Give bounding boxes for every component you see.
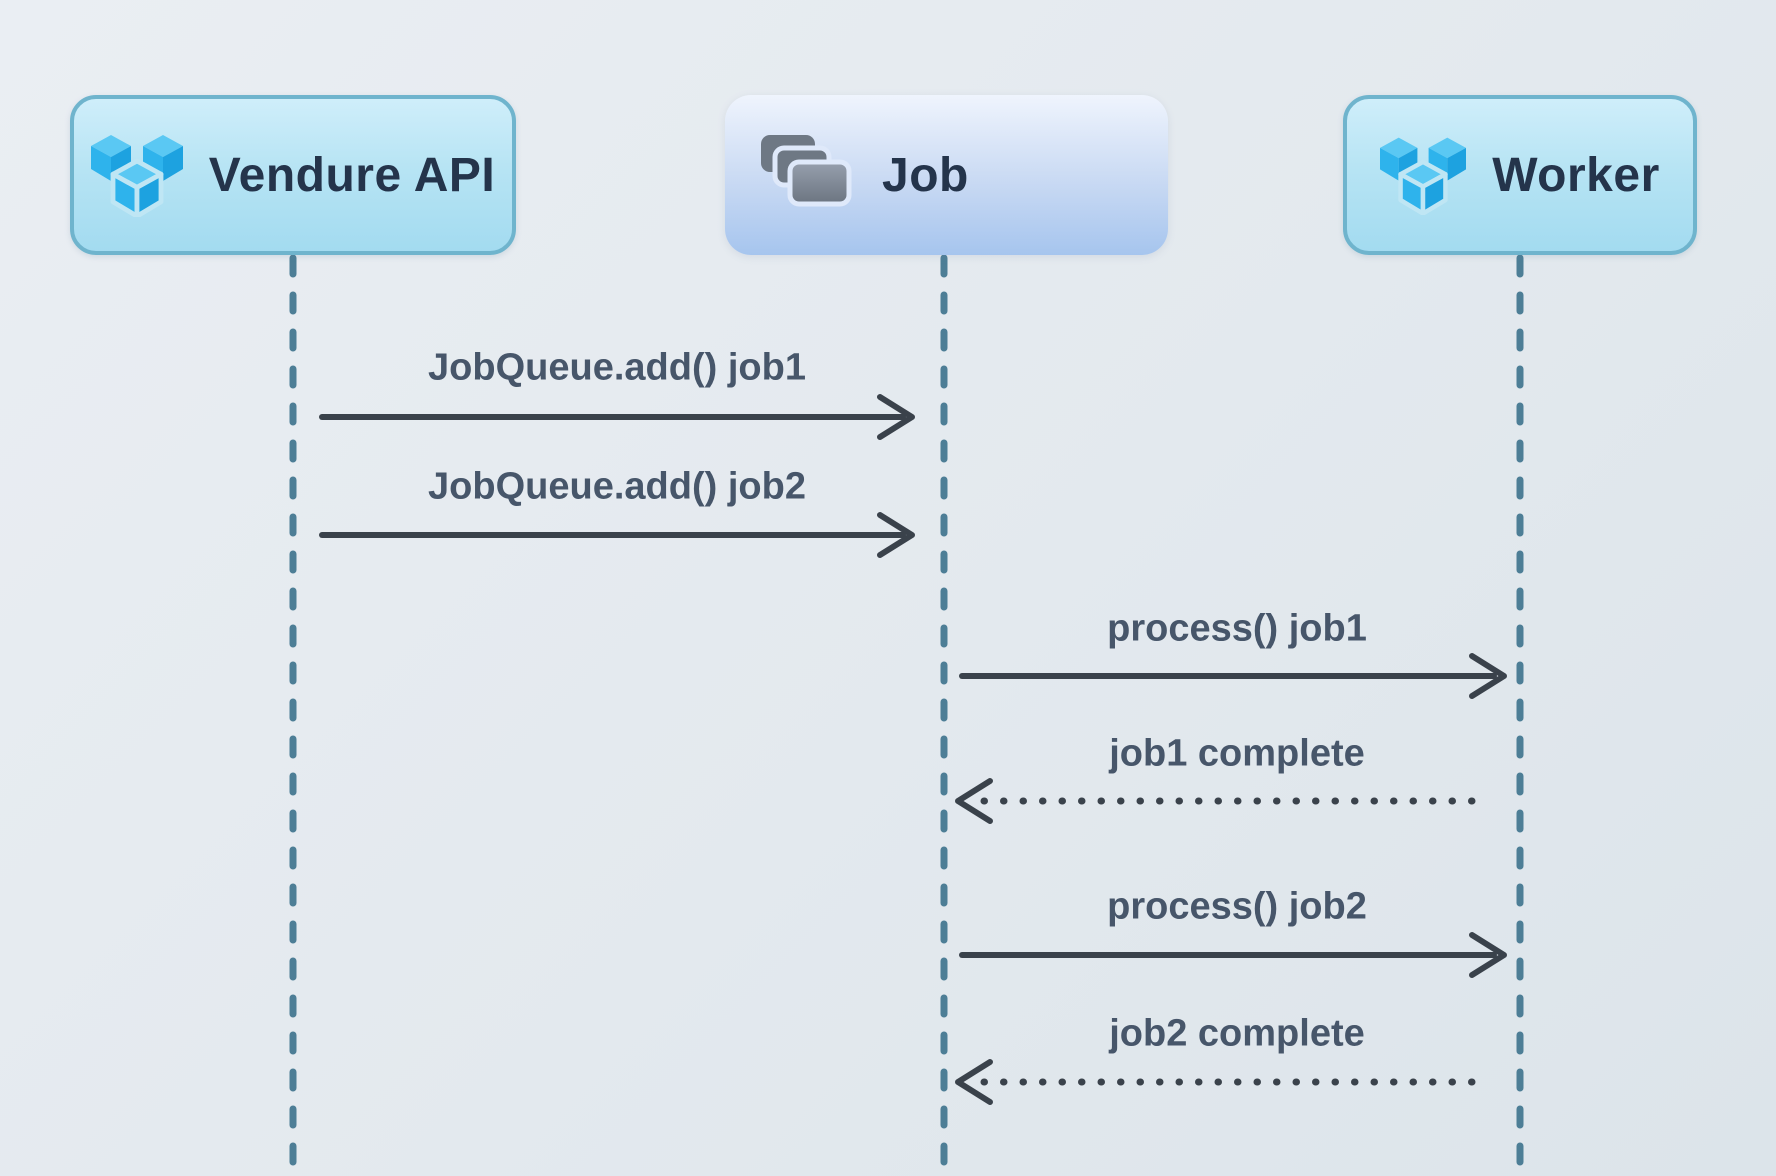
- message-label: process() job2: [1107, 885, 1367, 928]
- actor-label-vendure-api: Vendure API: [208, 148, 496, 202]
- actor-box-vendure-api: Vendure API: [70, 95, 516, 255]
- stacked-cards-icon: [761, 135, 852, 207]
- arrowhead-right-icon: [877, 394, 915, 440]
- arrowhead-left-icon: [955, 778, 993, 824]
- vendure-cubes-icon: [1380, 137, 1467, 215]
- message-arrow-4: [955, 778, 1490, 824]
- arrowhead-left-icon: [955, 1059, 993, 1105]
- message-label: process() job1: [1107, 607, 1367, 650]
- message-arrow-1: [319, 394, 915, 440]
- message-label: JobQueue.add() job2: [428, 465, 806, 508]
- message-arrow-2: [319, 512, 915, 558]
- message-arrow-6: [955, 1059, 1490, 1105]
- arrowhead-right-icon: [1469, 932, 1507, 978]
- actor-box-job: Job: [725, 95, 1168, 255]
- actor-box-worker: Worker: [1343, 95, 1697, 255]
- message-label: job2 complete: [1109, 1012, 1365, 1055]
- vendure-cubes-icon: [90, 135, 183, 217]
- message-arrow-5: [959, 932, 1507, 978]
- message-label: job1 complete: [1109, 732, 1365, 775]
- arrowhead-right-icon: [1469, 653, 1507, 699]
- arrowhead-right-icon: [877, 512, 915, 558]
- actor-label-worker: Worker: [1492, 148, 1660, 202]
- message-arrow-3: [959, 653, 1507, 699]
- message-label: JobQueue.add() job1: [428, 346, 806, 389]
- actor-label-job: Job: [882, 148, 969, 202]
